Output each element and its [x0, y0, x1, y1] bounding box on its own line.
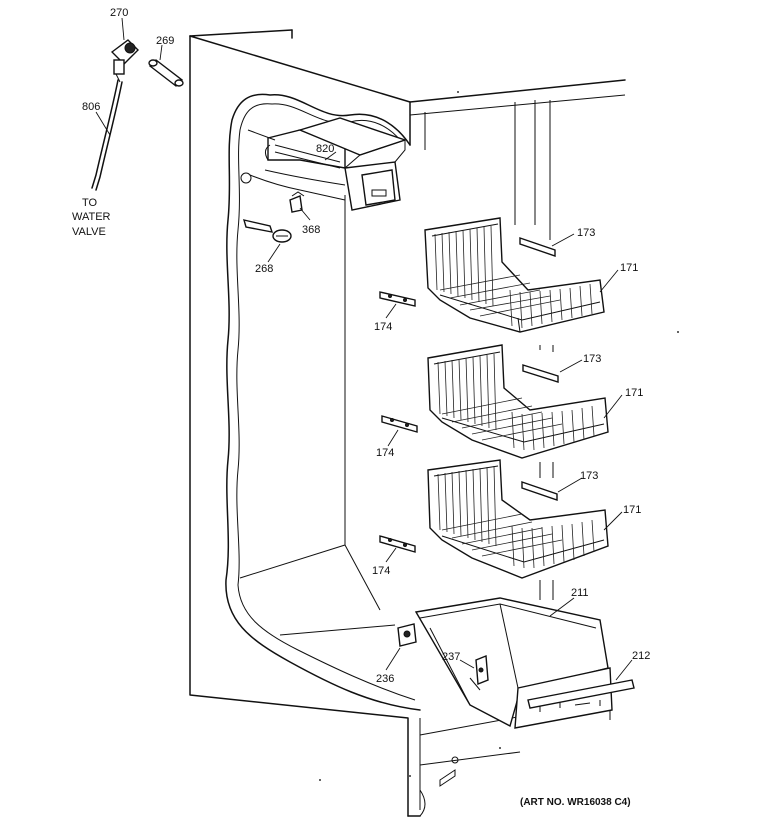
label-212: 212: [632, 650, 650, 662]
label-171-top: 171: [620, 262, 638, 274]
label-173-top: 173: [577, 227, 595, 239]
label-368: 368: [302, 224, 320, 236]
label-171-low: 171: [623, 504, 641, 516]
shelf-supports: [379, 237, 559, 553]
latch-237: [469, 654, 489, 691]
basket-shelf-1: [424, 217, 605, 333]
shutoff-arm-268: [243, 219, 292, 243]
label-173-mid: 173: [583, 353, 601, 365]
basket-shelf-3: [427, 459, 609, 579]
label-269: 269: [156, 35, 174, 47]
ice-maker: [240, 117, 408, 211]
basket-shelf-2: [427, 344, 609, 459]
bracket-236: [397, 623, 417, 647]
label-to: TO: [82, 197, 98, 209]
label-valve: VALVE: [72, 226, 106, 238]
part-labels: 270 269 806 TO WATER VALVE 820 368 268 1…: [72, 7, 650, 808]
label-174-top: 174: [374, 321, 392, 333]
label-820: 820: [316, 143, 334, 155]
label-171-mid: 171: [625, 387, 643, 399]
art-number: (ART NO. WR16038 C4): [520, 797, 631, 808]
scan-specks: [319, 91, 679, 781]
label-174-mid: 174: [376, 447, 394, 459]
label-211: 211: [571, 587, 589, 599]
label-237: 237: [442, 651, 460, 663]
label-806: 806: [82, 101, 100, 113]
clip-368: [289, 191, 305, 213]
label-173-low: 173: [580, 470, 598, 482]
storage-bin: [414, 597, 635, 729]
liner-cutaway: [225, 93, 421, 711]
label-268: 268: [255, 263, 273, 275]
label-174-low: 174: [372, 565, 390, 577]
label-236: 236: [376, 673, 394, 685]
leader-lines: [95, 17, 633, 681]
label-water: WATER: [72, 211, 111, 223]
water-line: [91, 39, 184, 191]
label-270: 270: [110, 7, 128, 19]
